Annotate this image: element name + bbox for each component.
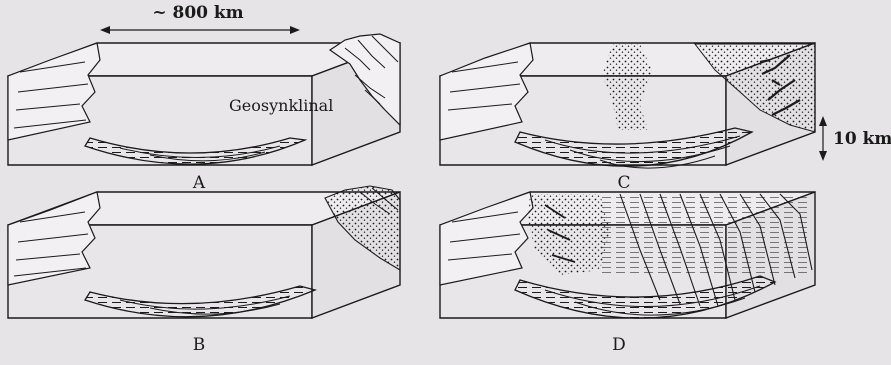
scale-arrow-horizontal bbox=[100, 26, 300, 34]
panel-d bbox=[440, 192, 815, 318]
panel-b bbox=[8, 186, 400, 318]
panel-a bbox=[8, 34, 400, 165]
panel-label-d: D bbox=[612, 335, 626, 355]
geosyncline-label: Geosynklinal bbox=[229, 96, 333, 115]
panel-label-a: A bbox=[192, 173, 206, 193]
panel-c bbox=[440, 43, 815, 168]
horizontal-scale-label: ~ 800 km bbox=[152, 3, 243, 23]
scale-arrow-vertical bbox=[819, 116, 827, 161]
vertical-scale-label: 10 km bbox=[833, 129, 891, 149]
panel-label-c: C bbox=[617, 173, 630, 193]
panel-label-b: B bbox=[193, 335, 206, 355]
